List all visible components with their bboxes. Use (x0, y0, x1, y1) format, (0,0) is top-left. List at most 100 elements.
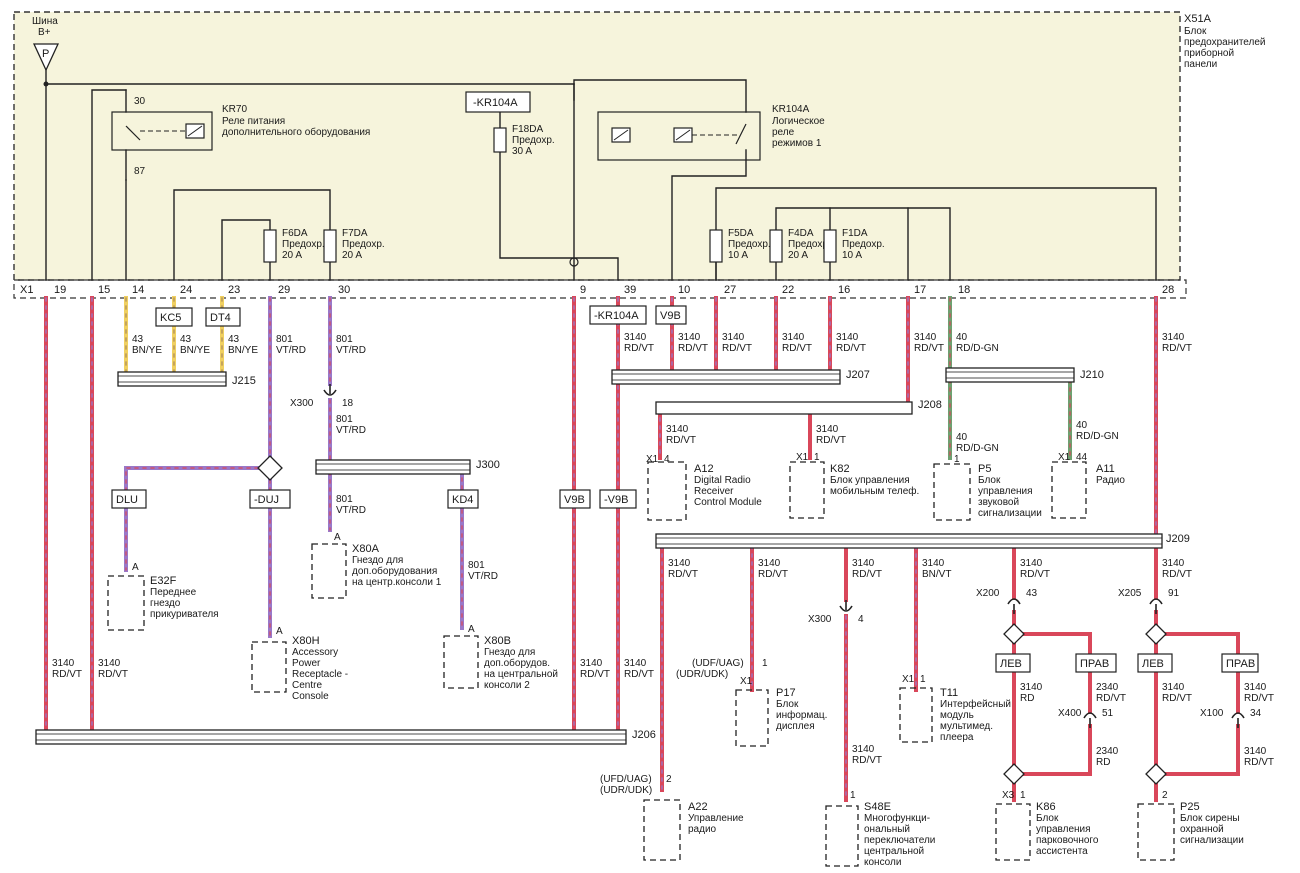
wire-color: RD/VT (1020, 569, 1050, 580)
wire-color: RD/D-GN (1076, 431, 1119, 442)
svg-text:-KR104A: -KR104A (473, 97, 518, 109)
svg-text:J208: J208 (918, 399, 942, 411)
wire-number: 3140 (666, 424, 689, 435)
wire-number: 801 (468, 560, 485, 571)
component-desc: плеера (940, 732, 974, 743)
box-v9b2: V9B (559, 489, 591, 509)
wire-number: 40 (1076, 420, 1088, 431)
svg-text:J207: J207 (846, 369, 870, 381)
component-desc: Гнездо для (484, 647, 535, 658)
fuse-f6da: F6DA Предохр. 20 A (263, 228, 325, 263)
wire-color: RD/VT (666, 435, 696, 446)
component-pin: A (468, 624, 475, 635)
x1-pin-28: 28 (1162, 284, 1174, 296)
svg-text:43: 43 (1026, 588, 1038, 599)
splice-j206: J206 (35, 729, 656, 745)
wire-number: 3140 (1244, 682, 1267, 693)
component-desc: Гнездо для (352, 555, 403, 566)
box-dlu: DLU (111, 489, 147, 509)
component-connector: X1 (796, 452, 809, 463)
component-desc: дисплея (776, 721, 815, 732)
box-prav2: ПРАВ (1221, 653, 1259, 673)
wire-number: 3140 (1020, 682, 1043, 693)
component-connector: X1 (1058, 452, 1071, 463)
component-desc: звуковой (978, 497, 1019, 508)
wire-color: RD/VT (852, 569, 882, 580)
component-desc: охранной (1180, 824, 1224, 835)
component-pin: 4 (664, 454, 670, 465)
wire-color: RD/VT (1244, 693, 1274, 704)
wire-number: 3140 (816, 424, 839, 435)
component-desc: гнездо (150, 598, 181, 609)
wire-kr104a-relay (573, 79, 747, 113)
component-desc: Digital Radio (694, 475, 751, 486)
x1-pin-23: 23 (228, 284, 240, 296)
svg-text:F18DA: F18DA (512, 124, 543, 135)
wire-color: RD/VT (580, 669, 610, 680)
svg-text:F1DA: F1DA (842, 228, 868, 239)
component-pin: A (334, 532, 341, 543)
svg-text:Предохр.: Предохр. (728, 239, 771, 250)
svg-text:Реле питания: Реле питания (222, 116, 285, 127)
wire-number: 3140 (668, 558, 691, 569)
component-desc: Control Module (694, 497, 762, 508)
component-id: T11 (940, 687, 958, 699)
wire-number: 43 (132, 334, 144, 345)
box-lev2-text: ЛЕВ (1142, 658, 1164, 670)
box-lev1-text: ЛЕВ (1000, 658, 1022, 670)
svg-text:Предохр.: Предохр. (342, 239, 385, 250)
a22-option-1: (UFD/UAG) (600, 774, 652, 785)
block-name-3: приборной (1184, 47, 1234, 59)
box-v9b: V9B (655, 305, 687, 325)
svg-text:30: 30 (134, 96, 146, 107)
box-lev1: ЛЕВ (995, 653, 1031, 673)
box-v9b2-text: V9B (564, 494, 585, 506)
component-desc: Блок сирены (1180, 813, 1240, 824)
wire-number: 3140 (836, 332, 859, 343)
wire-number: 3140 (624, 658, 647, 669)
wire-red-prav2 (1154, 632, 1240, 714)
wire-color: VT/RD (336, 505, 366, 516)
wire-f18-out (499, 151, 619, 281)
wire-number: 40 (956, 432, 968, 443)
svg-text:30 A: 30 A (512, 146, 532, 157)
component-id: K86 (1036, 801, 1056, 813)
wire-loop-24 (173, 189, 331, 281)
svg-text:18: 18 (342, 398, 354, 409)
svg-text:режимов 1: режимов 1 (772, 138, 822, 149)
component-id: A22 (688, 801, 708, 813)
svg-text:X200: X200 (976, 588, 1000, 599)
svg-text:51: 51 (1102, 708, 1114, 719)
p17-pin-1: 1 (762, 658, 768, 669)
wire-number: 3140 (1020, 558, 1043, 569)
wire-number: 3140 (852, 558, 875, 569)
splice-j209: J209 (655, 533, 1190, 549)
wire-color: RD/VT (816, 435, 846, 446)
component-id: P5 (978, 463, 991, 475)
inline-x400: X400 51 (1058, 708, 1114, 728)
component-desc: мультимед. (940, 721, 993, 732)
svg-text:реле: реле (772, 127, 795, 138)
x1-pin-15: 15 (98, 284, 110, 296)
component-connector: X1 (646, 454, 659, 465)
svg-text:20 A: 20 A (282, 250, 302, 261)
component-desc: Блок (776, 699, 799, 710)
component-pin: 44 (1076, 452, 1088, 463)
wire-color: BN/YE (228, 345, 258, 356)
